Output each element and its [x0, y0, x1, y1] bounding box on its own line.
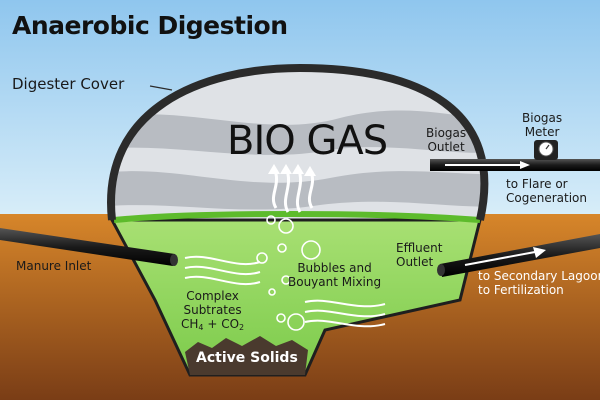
to-flare-label-line2: Cogeneration [506, 190, 587, 205]
effluent-outlet-label: Effluent Outlet [396, 241, 443, 270]
biogas-outlet-label-line2: Outlet [427, 139, 465, 154]
biogas-meter-label-line2: Meter [524, 124, 560, 139]
biogas-outlet-label: Biogas Outlet [426, 126, 467, 155]
diagram-title: Anaerobic Digestion [12, 11, 288, 40]
to-flare-label: to Flare or Cogeneration [506, 177, 587, 206]
effluent-outlet-pipe [437, 234, 600, 277]
active-solids-layer [185, 336, 308, 375]
carbon-dioxide-formula: CO2 [221, 316, 245, 332]
effluent-outlet-label-line2: Outlet [396, 254, 434, 269]
mixing-arrows-right [304, 299, 386, 328]
biogas-meter [534, 140, 558, 160]
manure-inlet-label: Manure Inlet [16, 259, 92, 273]
gas-bubbles [256, 215, 321, 331]
digester-cover-label: Digester Cover [12, 75, 125, 93]
bubbles-mixing-label-line2: Bouyant Mixing [288, 274, 382, 289]
bio-gas-label: BIO GAS [227, 118, 388, 164]
gas-bands [111, 110, 485, 210]
liquid-surface [113, 211, 481, 223]
complex-substrates-label-line1: Complex [186, 289, 239, 303]
digester-liquid [109, 218, 482, 377]
formula-plus: + [203, 316, 222, 331]
effluent-outlet-label-line1: Effluent [396, 241, 443, 255]
biogas-outlet-pipe [430, 159, 600, 171]
complex-substrates-label-line2: Subtrates [183, 302, 242, 317]
active-solids-label: Active Solids [196, 350, 298, 366]
bubbles-mixing-label-line1: Bubbles and [297, 261, 372, 275]
mixing-arrows-left [184, 255, 261, 286]
digester-cover-outline [107, 63, 489, 221]
to-flare-label-line1: to Flare or [506, 177, 568, 191]
biogas-meter-label: Biogas Meter [522, 111, 563, 140]
secondary-lagoon-label-line2: to Fertilization [478, 282, 564, 297]
methane-formula: CH4 [181, 316, 204, 332]
bubbles-mixing-label: Bubbles and Bouyant Mixing [288, 261, 382, 290]
digester-cover-leader-line [149, 85, 173, 91]
biogas-meter-label-line1: Biogas [522, 111, 563, 125]
secondary-lagoon-label-line1: to Secondary Lagoon [478, 269, 600, 283]
secondary-lagoon-label: to Secondary Lagoon to Fertilization [478, 269, 600, 298]
rising-gas-arrowheads [268, 164, 316, 176]
biogas-outlet-label-line1: Biogas [426, 126, 467, 140]
complex-substrates-label: Complex Subtrates CH4 + CO2 [181, 289, 245, 332]
manure-inlet-pipe [0, 228, 178, 266]
